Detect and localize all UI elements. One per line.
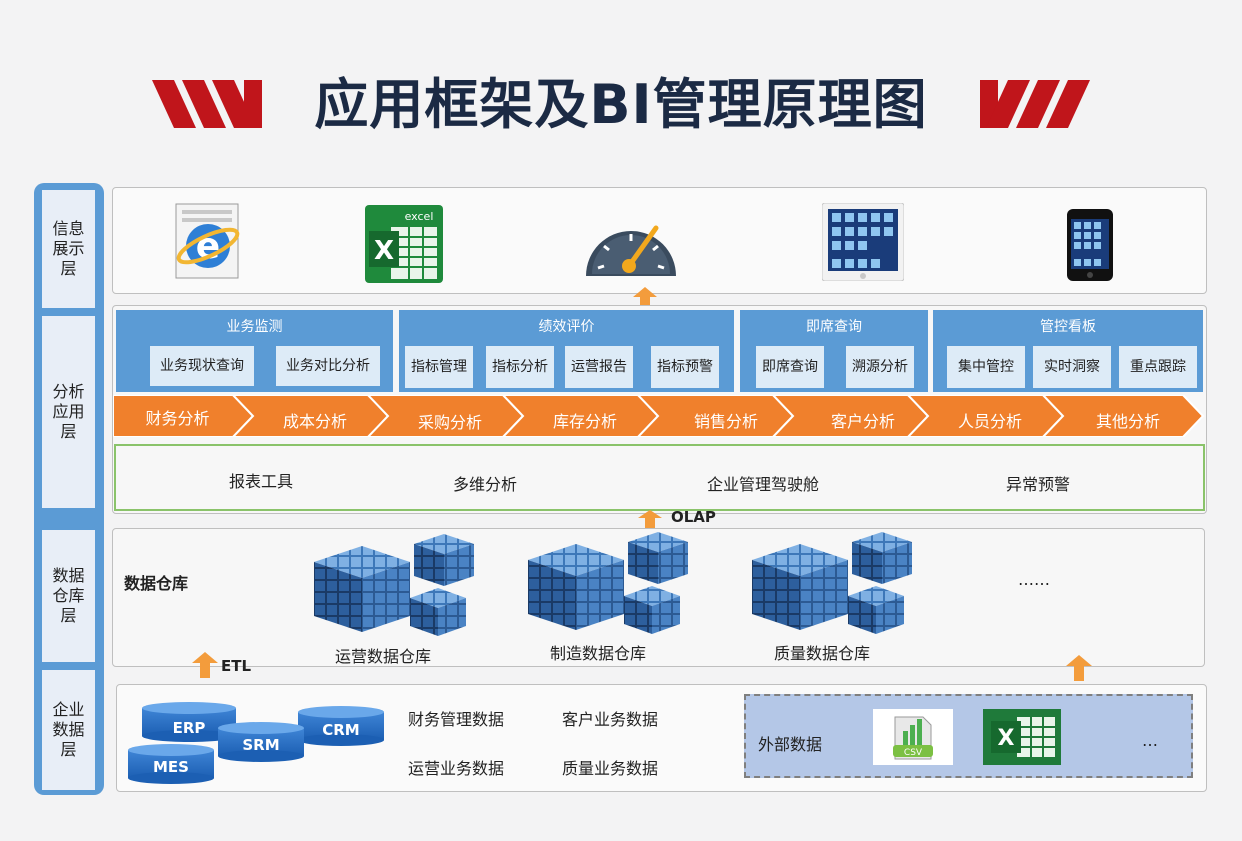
module-ad-hoc-query: 即席查询 即席查询 溯源分析 [740,310,928,392]
data-item[interactable]: 质量业务数据 [562,759,659,778]
data-item[interactable]: 财务管理数据 [408,710,505,729]
layer-label-analysis: 分析应用层 [42,316,95,508]
db-label: MES [153,758,189,776]
tool-multidimensional[interactable]: 多维分析 [453,475,518,494]
csv-file-icon: CSV [873,709,953,765]
chevron-segment [366,395,525,437]
module-item[interactable]: 运营报告 [565,346,633,388]
module-business-monitoring: 业务监测 业务现状查询 业务对比分析 [116,310,393,392]
up-arrow-icon [638,510,662,530]
svg-text:X: X [374,236,394,266]
module-item[interactable]: 业务现状查询 [150,346,254,386]
module-title: 业务监测 [226,319,283,335]
chevron-label[interactable]: 财务分析 [145,409,210,428]
page-title: 应用框架及BI管理原理图 [314,73,928,136]
cube-cluster-icon [752,532,912,634]
module-item[interactable]: 指标管理 [405,346,473,388]
module-title: 绩效评价 [538,319,595,335]
excel-file-letter: X [998,726,1015,751]
module-item[interactable]: 实时洞察 [1033,346,1111,388]
warehouse-item[interactable]: 运营数据仓库 [335,647,432,666]
excel-icon: X excel [365,205,443,283]
tool-cockpit[interactable]: 企业管理驾驶舱 [707,475,820,494]
database-icon [142,702,236,742]
up-arrow-icon [192,652,218,678]
analysis-chevron-bar [113,395,1205,437]
title-decoration-left [152,80,262,128]
chevron-label[interactable]: 客户分析 [830,412,895,431]
module-item[interactable]: 重点跟踪 [1119,346,1197,388]
iphone-icon [1067,209,1113,281]
chevron-label[interactable]: 销售分析 [693,412,758,431]
chevron-segment [906,395,1065,437]
ipad-icon [822,203,904,281]
chevron-label[interactable]: 人员分析 [957,412,1022,431]
layer-label-display: 信息展示层 [42,190,95,308]
chevron-label[interactable]: 其他分析 [1095,412,1160,431]
tools-row [114,444,1205,511]
chevron-segment [636,395,795,437]
csv-label: CSV [904,748,923,758]
dashboard-gauge-icon [586,225,676,276]
database-cluster: ERP CRM SRM MES [128,702,384,784]
layer-label-warehouse: 数据仓库层 [42,530,95,662]
data-item[interactable]: 运营业务数据 [408,759,505,778]
external-data-box [744,694,1193,778]
layer-label-enterprise: 企业数据层 [42,670,95,790]
olap-label: OLAP [671,508,716,526]
ie-icon: e [175,203,240,279]
chevron-label[interactable]: 成本分析 [282,412,347,431]
external-data-label: 外部数据 [758,735,823,754]
chevron-segment [1041,395,1205,437]
up-arrow-icon [633,287,657,311]
warehouse-label: 数据仓库 [124,574,189,593]
warehouse-more: …… [1018,570,1050,589]
warehouse-item[interactable]: 制造数据仓库 [550,644,647,663]
module-item[interactable]: 集中管控 [947,346,1025,388]
etl-label: ETL [221,657,252,675]
chevron-segment [501,395,660,437]
excel-file-icon: X [983,709,1061,765]
up-arrow-icon [1066,655,1092,681]
module-item[interactable]: 指标预警 [651,346,719,388]
title-decoration-right [980,80,1090,128]
chevron-label[interactable]: 采购分析 [417,413,482,432]
module-title: 管控看板 [1040,319,1096,335]
module-item[interactable]: 指标分析 [486,346,554,388]
chevron-segment [231,395,390,437]
module-performance-evaluation: 绩效评价 指标管理 指标分析 运营报告 指标预警 [399,310,734,392]
module-item[interactable]: 溯源分析 [846,346,914,388]
module-control-board: 管控看板 集中管控 实时洞察 重点跟踪 [933,310,1203,392]
excel-icon-label: excel [405,210,434,223]
database-icon [128,744,214,784]
db-label: SRM [242,736,279,754]
module-item[interactable]: 业务对比分析 [276,346,380,386]
display-panel [112,187,1207,294]
data-item[interactable]: 客户业务数据 [562,710,659,729]
database-icon [298,706,384,746]
module-title: 即席查询 [806,319,862,335]
module-item[interactable]: 即席查询 [756,346,824,388]
tool-alert[interactable]: 异常预警 [1006,475,1071,494]
cube-cluster-icon [528,532,688,634]
db-label: ERP [173,719,206,737]
chevron-label[interactable]: 库存分析 [552,412,617,431]
chevron-segment [771,395,930,437]
cube-cluster-icon [314,534,474,636]
external-more: … [1142,731,1158,750]
warehouse-item[interactable]: 质量数据仓库 [774,644,871,663]
tool-report[interactable]: 报表工具 [229,472,294,491]
database-icon [218,722,304,762]
db-label: CRM [322,721,360,739]
